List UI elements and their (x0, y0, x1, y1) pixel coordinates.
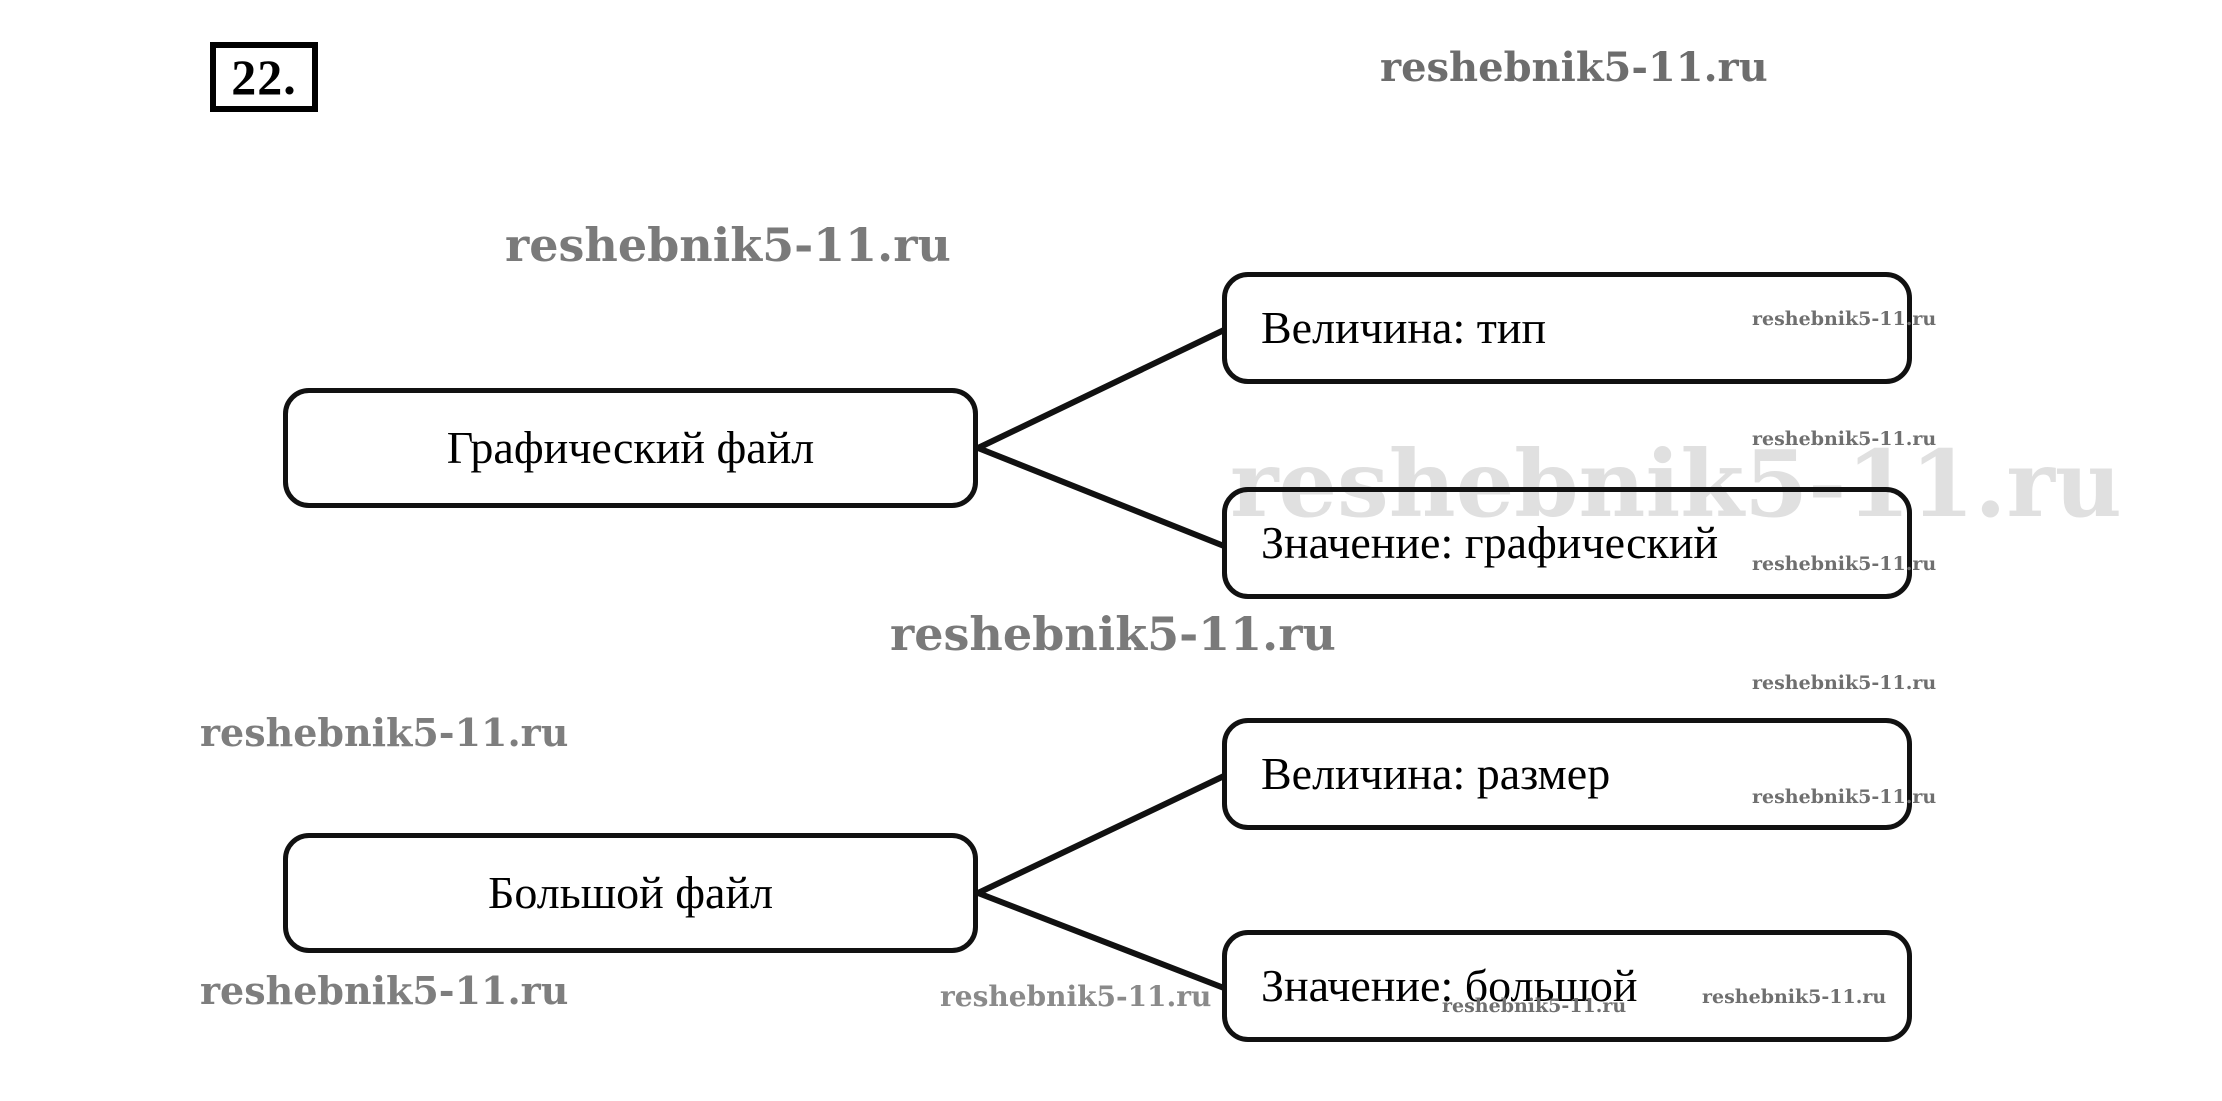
watermark-small-7: reshebnik5-11.ru (1702, 986, 1887, 1008)
node-graphic-file[interactable]: Графический файл (283, 388, 978, 508)
node-attribute-type[interactable]: Величина: тип (1222, 272, 1912, 384)
watermark-upper-middle: reshebnik5-11.ru (505, 218, 951, 272)
watermark-bottom-left: reshebnik5-11.ru (200, 968, 569, 1013)
node-large-file-label: Большой файл (487, 866, 774, 918)
node-value-graphic[interactable]: Значение: графический (1222, 487, 1912, 599)
watermark-ghost-text: reshebnik5-11.ru (1230, 430, 2122, 538)
watermark-small-2: reshebnik5-11.ru (1752, 428, 1937, 450)
watermark-mid-left: reshebnik5-11.ru (200, 710, 569, 755)
node-value-large-label: Значение: большой (1261, 959, 1638, 1011)
watermark-small-4: reshebnik5-11.ru (1752, 672, 1937, 694)
node-value-graphic-label: Значение: графический (1261, 516, 1719, 568)
node-graphic-file-label: Графический файл (446, 421, 815, 473)
node-value-large[interactable]: Значение: большой (1222, 930, 1912, 1042)
watermark-small-3: reshebnik5-11.ru (1752, 553, 1937, 575)
watermark-bottom-mid: reshebnik5-11.ru (940, 980, 1212, 1013)
node-large-file[interactable]: Большой файл (283, 833, 978, 953)
node-attribute-size-label: Величина: размер (1261, 747, 1611, 799)
node-attribute-type-label: Величина: тип (1261, 301, 1547, 353)
edge-a-to-b (975, 327, 1227, 451)
watermark-small-1: reshebnik5-11.ru (1752, 308, 1937, 330)
exercise-number-box: 22. (210, 42, 318, 112)
watermark-top-right: reshebnik5-11.ru (1380, 44, 1768, 91)
exercise-number-label: 22. (231, 49, 297, 105)
watermark-small-6: reshebnik5-11.ru (1442, 995, 1627, 1017)
watermark-center: reshebnik5-11.ru (890, 607, 1336, 661)
node-attribute-size[interactable]: Величина: размер (1222, 718, 1912, 830)
edge-a-to-c (975, 445, 1227, 549)
watermark-small-5: reshebnik5-11.ru (1752, 786, 1937, 808)
edge-d-to-f (975, 890, 1227, 991)
edge-d-to-e (975, 773, 1227, 896)
